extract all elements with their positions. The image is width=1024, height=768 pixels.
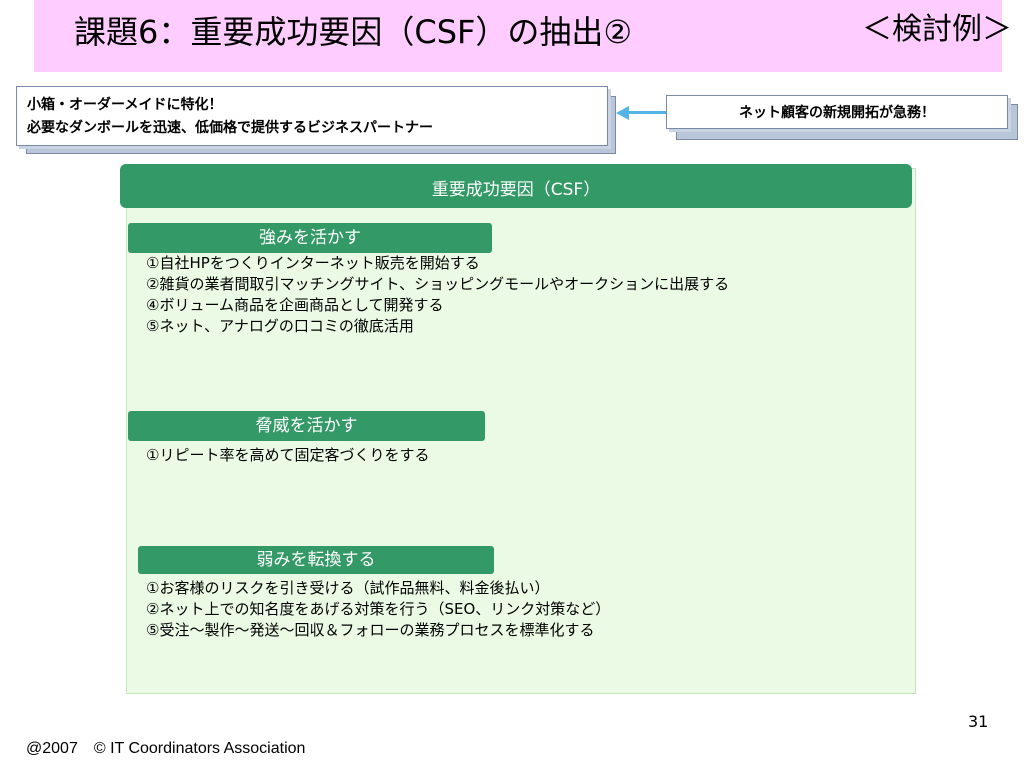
list-item: ①自社HPをつくりインターネット販売を開始する	[146, 254, 480, 272]
list-item: ①リピート率を高めて固定客づくりをする	[146, 446, 430, 464]
callout-right: ネット顧客の新規開拓が急務！	[666, 95, 1008, 129]
page-title: 課題6：重要成功要因（CSF）の抽出②	[74, 13, 633, 51]
csf-panel-header: 重要成功要因（CSF）	[120, 164, 912, 208]
section-label-strengths: 強みを活かす	[128, 223, 492, 253]
list-item: ⑤受注～製作～発送～回収＆フォローの業務プロセスを標準化する	[146, 621, 595, 639]
footer-copyright: @2007 © IT Coordinators Association	[26, 740, 306, 757]
arrow-left-icon	[616, 106, 629, 120]
title-tag: ＜検討例＞	[862, 12, 1012, 47]
callout-left-line2: 必要なダンボールを迅速、低価格で提供するビジネスパートナー	[27, 120, 433, 136]
section-label-threats: 脅威を活かす	[128, 411, 485, 441]
section-items-strengths: ①自社HPをつくりインターネット販売を開始する ②雑貨の業者間取引マッチングサイ…	[146, 253, 729, 337]
callout-left-line1: 小箱・オーダーメイドに特化！	[27, 97, 223, 113]
title-bar: 課題6：重要成功要因（CSF）の抽出② ＜検討例＞	[34, 0, 1012, 72]
csf-panel-title: 重要成功要因（CSF）	[431, 180, 601, 200]
arrow-line	[628, 111, 666, 114]
callout-right-text: ネット顧客の新規開拓が急務！	[739, 105, 935, 121]
list-item: ①お客様のリスクを引き受ける（試作品無料、料金後払い）	[146, 579, 550, 597]
section-items-threats: ①リピート率を高めて固定客づくりをする	[146, 445, 429, 466]
section-items-weaknesses: ①お客様のリスクを引き受ける（試作品無料、料金後払い） ②ネット上での知名度をあ…	[146, 578, 610, 641]
list-item: ⑤ネット、アナログの口コミの徹底活用	[146, 317, 414, 335]
page-number: 31	[968, 712, 989, 731]
list-item: ②雑貨の業者間取引マッチングサイト、ショッピングモールやオークションに出展する	[146, 275, 730, 293]
callout-left: 小箱・オーダーメイドに特化！ 必要なダンボールを迅速、低価格で提供するビジネスパ…	[16, 86, 608, 146]
list-item: ②ネット上での知名度をあげる対策を行う（SEO、リンク対策など）	[146, 600, 611, 618]
list-item: ④ボリューム商品を企画商品として開発する	[146, 296, 444, 314]
section-label-weaknesses: 弱みを転換する	[138, 546, 494, 574]
